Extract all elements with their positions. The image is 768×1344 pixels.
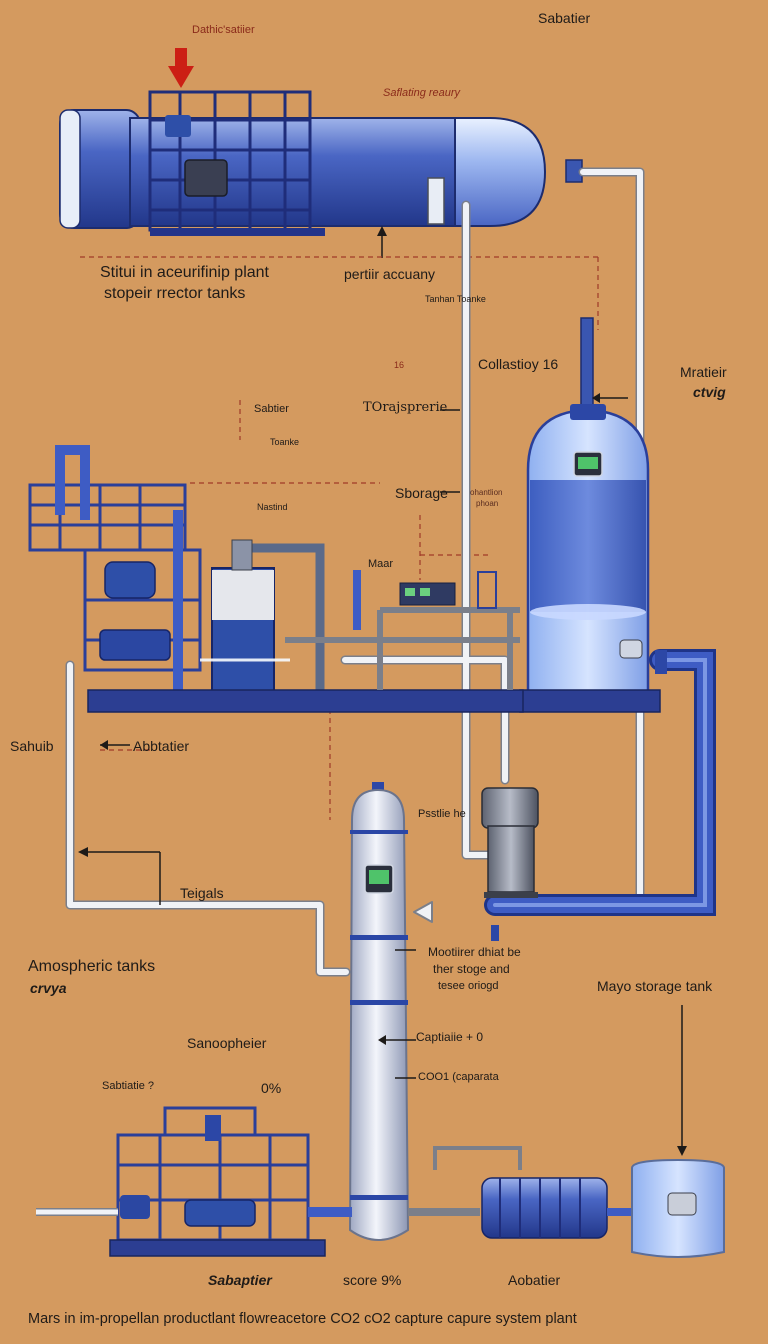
label-sanoopheier: Sanoopheier	[187, 1035, 267, 1051]
footer-caption: Mars in im-propellan productlant flowrea…	[28, 1311, 577, 1327]
top-reactor-assembly	[59, 48, 583, 258]
label-pustie: Psstlie he	[418, 808, 466, 820]
label-teigals: Teigals	[180, 885, 224, 901]
label-sabtier: Sabtier	[254, 403, 289, 415]
label-aobatier: Aobatier	[508, 1272, 561, 1288]
label-mootiirer-line1: Mootiirer dhiat be	[428, 945, 521, 959]
label-collastioy: Collastioy 16	[478, 356, 559, 372]
label-captiaiie: Captiaiie + 0	[416, 1030, 484, 1044]
label-sahuib: Sahuib	[10, 738, 54, 754]
central-column	[348, 782, 416, 1241]
label-cool: COO1 (caparata	[418, 1071, 499, 1083]
label-top-red: Dathic'satiier	[192, 24, 255, 36]
label-sabaptier: Sabaptier	[208, 1272, 272, 1288]
label-tanks-small: Tanhan Toanke	[425, 294, 486, 304]
label-maar: Maar	[368, 558, 394, 570]
storage-tank-right	[519, 317, 667, 713]
mayo-storage-tank	[631, 1005, 725, 1258]
label-sabtiatie: Sabtiatie ?	[102, 1080, 154, 1092]
label-mootiirer-line3: tesee oriogd	[438, 980, 499, 992]
label-toanke: Toanke	[270, 437, 300, 447]
label-sborage-sub2: phoan	[476, 499, 499, 508]
label-stitui-line1: Stitui in aceurifinip plant	[100, 264, 269, 281]
label-amospheric-line2: crvya	[30, 980, 67, 996]
label-zero-pct: 0%	[261, 1080, 282, 1096]
label-abbtatier: Abbtatier	[133, 738, 190, 754]
label-sborage-sub1: ohantlion	[470, 488, 503, 497]
label-amospheric-line1: Amospheric tanks	[28, 958, 156, 975]
label-pertiir: pertiir accuany	[344, 266, 436, 282]
bottom-left-skid	[36, 1106, 352, 1257]
bottom-right-skid	[408, 1146, 690, 1239]
grey-pump	[481, 787, 539, 941]
label-stitui-line2: stopeir rrector tanks	[104, 285, 246, 302]
label-sborage: Sborage	[395, 485, 448, 501]
label-matier-line1: Mratieir	[680, 364, 727, 380]
label-mayo: Mayo storage tank	[597, 978, 713, 994]
label-mootiirer-line2: ther stoge and	[433, 962, 510, 976]
label-matier-line2: ctvig	[693, 384, 726, 400]
dashed-guides	[80, 256, 600, 820]
blue-pipes	[484, 649, 716, 916]
label-num-small: 16	[394, 360, 405, 370]
label-nasind: Nastind	[257, 502, 288, 512]
label-safating: Saflating reaury	[383, 87, 461, 99]
label-score: score 9%	[343, 1272, 402, 1288]
middle-processing-skid	[28, 445, 524, 713]
label-top-right: Sabatier	[538, 10, 591, 26]
label-toajs: TOrajsprerie	[363, 400, 448, 415]
